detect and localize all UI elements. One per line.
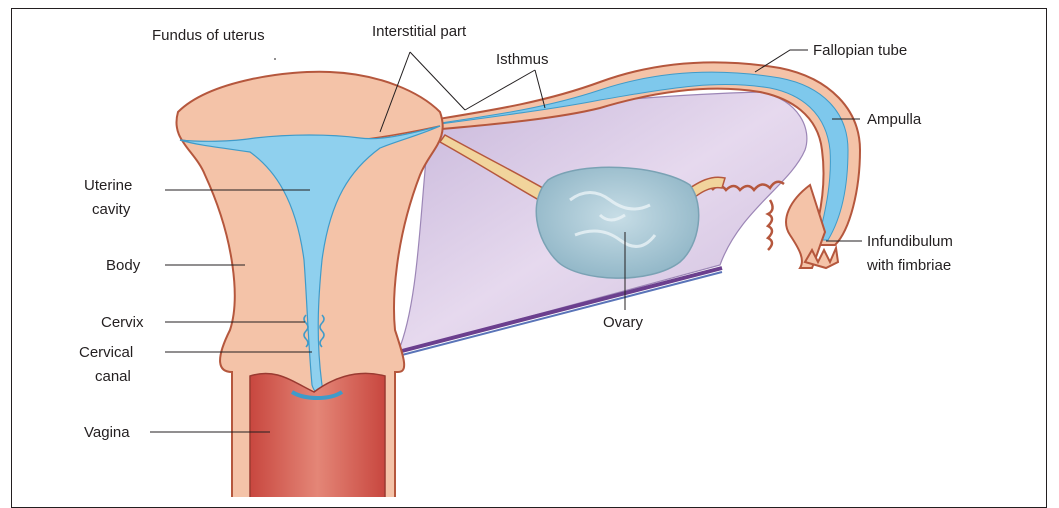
ovary-shape bbox=[536, 167, 698, 278]
label-cervical-1: Cervical bbox=[79, 344, 133, 361]
label-uterine-2: cavity bbox=[92, 201, 131, 218]
uterus-diagram: Fundus of uterus Interstitial part Isthm… bbox=[0, 0, 1059, 497]
label-isthmus: Isthmus bbox=[496, 51, 549, 68]
label-fundus: Fundus of uterus bbox=[152, 27, 265, 44]
vagina bbox=[250, 373, 385, 497]
label-cervical-2: canal bbox=[95, 368, 131, 385]
label-cervix: Cervix bbox=[101, 314, 144, 331]
label-fallopian: Fallopian tube bbox=[813, 42, 907, 59]
label-interstitial: Interstitial part bbox=[372, 23, 467, 40]
label-infundibulum-1: Infundibulum bbox=[867, 233, 953, 250]
label-ampulla: Ampulla bbox=[867, 111, 922, 128]
label-ovary: Ovary bbox=[603, 314, 644, 331]
fimbriae-frill-2 bbox=[768, 200, 773, 250]
label-uterine-1: Uterine bbox=[84, 177, 132, 194]
label-body: Body bbox=[106, 257, 141, 274]
label-vagina: Vagina bbox=[84, 424, 130, 441]
label-infundibulum-2: with fimbriae bbox=[866, 257, 951, 274]
